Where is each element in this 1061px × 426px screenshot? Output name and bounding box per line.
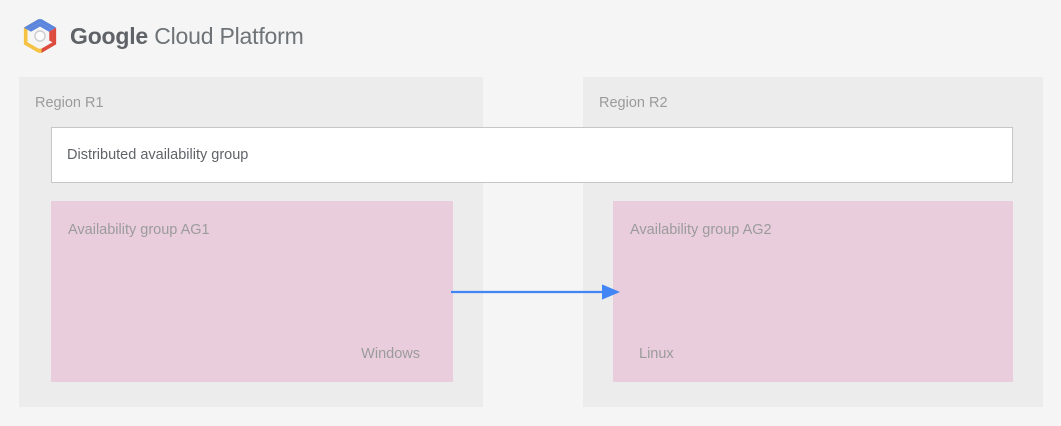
region-label-r1: Region R1 — [35, 95, 104, 111]
os-label-windows: Windows — [361, 346, 420, 362]
availability-group-title-ag1: Availability group AG1 — [68, 222, 210, 238]
region-label-r2: Region R2 — [599, 95, 668, 111]
availability-group-box-ag2: Availability group AG2 Linux — [613, 201, 1013, 382]
replication-arrow-icon — [451, 284, 620, 300]
google-cloud-platform-logo-icon — [23, 19, 57, 53]
brand-name-cloud-platform: Cloud Platform — [148, 22, 304, 49]
page-header: Google Cloud Platform — [0, 0, 1061, 77]
brand-wordmark: Google Cloud Platform — [70, 22, 304, 49]
os-label-linux: Linux — [639, 346, 674, 362]
distributed-availability-group-box: Distributed availability group — [51, 127, 1013, 183]
brand-lockup: Google Cloud Platform — [21, 16, 304, 56]
availability-group-box-ag1: Availability group AG1 Windows — [51, 201, 453, 382]
availability-group-title-ag2: Availability group AG2 — [630, 222, 772, 238]
brand-name-google: Google — [70, 22, 149, 49]
distributed-availability-group-label: Distributed availability group — [67, 147, 249, 163]
